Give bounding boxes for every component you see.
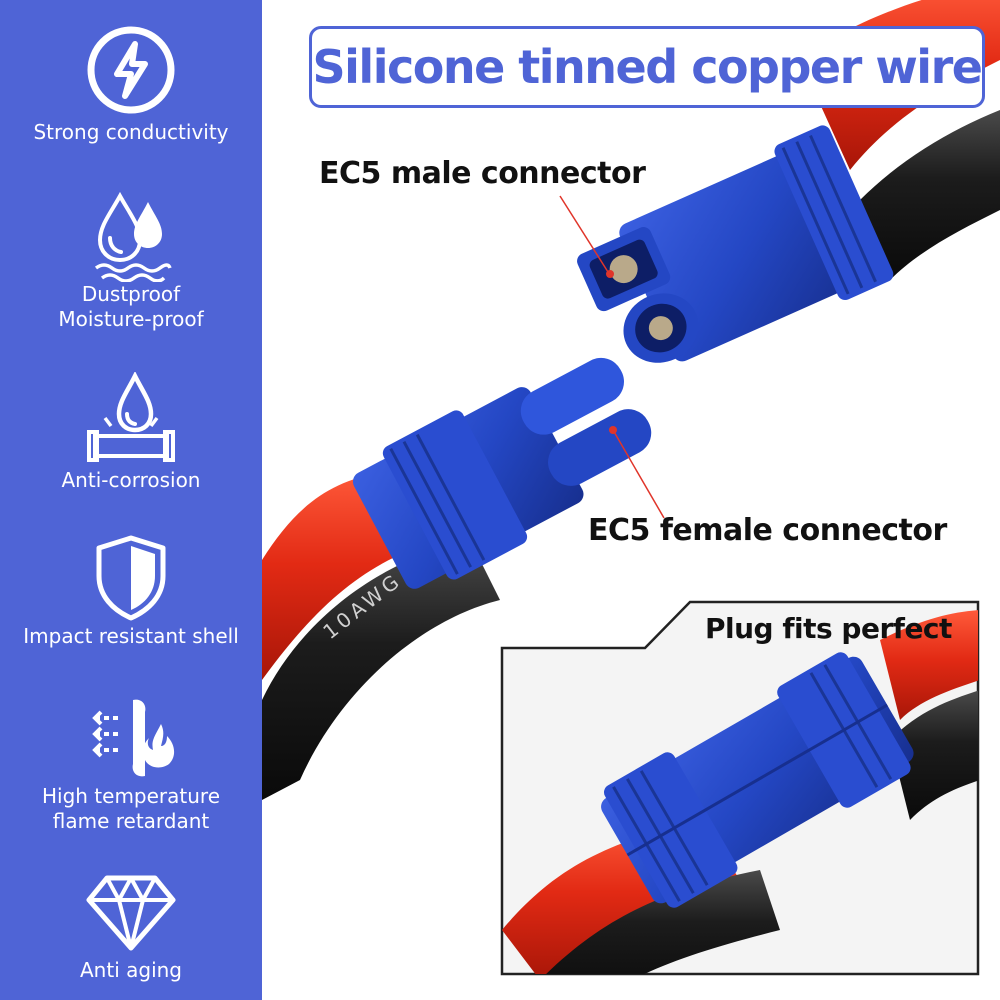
feature-sidebar: Strong conductivity Dustproof Moisture-p…: [0, 0, 262, 1000]
feature-label-line: Anti-corrosion: [61, 468, 201, 492]
plug-fits-inset: [500, 600, 980, 976]
feature-label: Strong conductivity: [0, 120, 262, 145]
feature-label-line: Moisture-proof: [58, 307, 204, 331]
female-connector-label: EC5 female connector: [588, 513, 947, 548]
black-wire: [860, 110, 1000, 280]
feature-label-line: Anti aging: [80, 958, 182, 982]
diamond-icon: [86, 875, 176, 951]
drop-pipe-icon: [87, 372, 175, 462]
feature-dustproof-moisture-proof: Dustproof Moisture-proof: [0, 190, 262, 332]
feature-high-temperature-flame-retardant: High temperature flame retardant: [0, 694, 262, 834]
feature-label: High temperature flame retardant: [0, 784, 262, 834]
feature-impact-resistant-shell: Impact resistant shell: [0, 534, 262, 649]
ec5-female-connector: [352, 357, 652, 589]
feature-label-line: Strong conductivity: [33, 120, 229, 144]
inset-label: Plug fits perfect: [705, 612, 952, 645]
water-drops-icon: [94, 191, 172, 282]
male-callout-line: [559, 195, 609, 273]
product-photo: 10AWG: [262, 0, 1000, 976]
feature-label: Dustproof Moisture-proof: [0, 282, 262, 332]
ec5-male-connector: [577, 125, 894, 363]
feature-anti-corrosion: Anti-corrosion: [0, 372, 262, 493]
feature-label: Anti-corrosion: [0, 468, 262, 493]
title-banner: Silicone tinned copper wire: [309, 26, 985, 108]
heat-flame-icon: [92, 699, 175, 777]
page-title: Silicone tinned copper wire: [312, 40, 983, 94]
female-callout-line: [612, 429, 665, 519]
feature-label-line: Dustproof: [81, 282, 181, 306]
female-callout-dot: [609, 426, 617, 434]
shield-icon: [96, 535, 166, 621]
male-callout-dot: [606, 270, 614, 278]
male-connector-label: EC5 male connector: [319, 156, 646, 191]
feature-strong-conductivity: Strong conductivity: [0, 22, 262, 145]
feature-anti-aging: Anti aging: [0, 872, 262, 983]
feature-label-line: Impact resistant shell: [23, 624, 239, 648]
lightning-circle-icon: [87, 26, 175, 114]
feature-label: Anti aging: [0, 958, 262, 983]
feature-label-line: flame retardant: [52, 809, 210, 833]
feature-label: Impact resistant shell: [0, 624, 262, 649]
feature-label-line: High temperature: [41, 784, 221, 808]
black-wire: [262, 540, 500, 800]
